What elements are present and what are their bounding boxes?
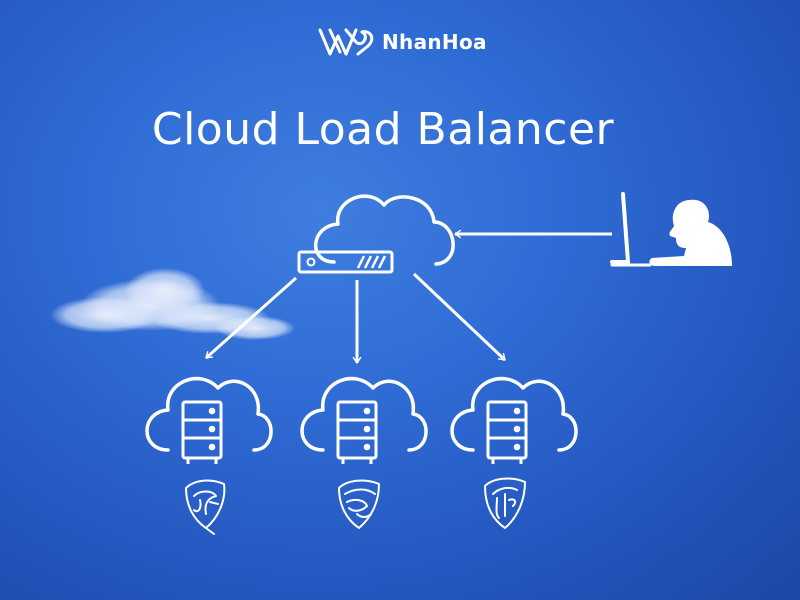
arrow-balancer-to-server-1 — [205, 276, 297, 360]
background-cloud — [50, 268, 295, 340]
shield-icon — [484, 477, 526, 529]
server-node-1 — [145, 376, 273, 464]
arrow-balancer-to-server-3 — [412, 272, 507, 362]
shield-icon — [338, 479, 380, 529]
cloud-icon — [145, 376, 273, 452]
server-node-3 — [450, 376, 578, 464]
server-icon — [486, 400, 528, 464]
server-node-2 — [300, 376, 428, 464]
brand-name: NhanHoa — [382, 30, 487, 54]
nhanhoa-logo-icon — [318, 28, 374, 56]
page-title: Cloud Load Balancer — [151, 104, 615, 155]
shield-icon — [185, 479, 226, 535]
cloud-icon — [450, 376, 578, 452]
cloud-icon — [300, 376, 428, 452]
cloud-icon — [314, 194, 455, 266]
user-at-computer-icon — [610, 192, 732, 267]
server-icon — [336, 400, 378, 464]
server-icon — [181, 400, 223, 464]
router-icon — [297, 250, 394, 274]
load-balancer-node — [297, 194, 455, 274]
